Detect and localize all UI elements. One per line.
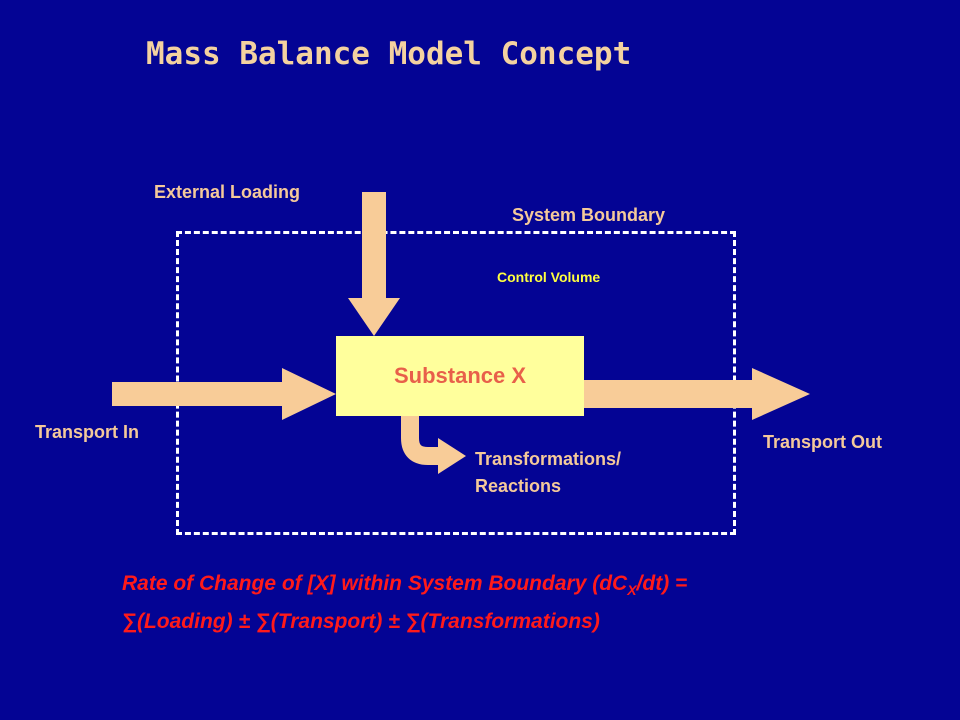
transformations-arrow (401, 416, 440, 465)
mass-balance-equation: Rate of Change of [X] within System Boun… (122, 568, 687, 638)
transport-in-label: Transport In (35, 422, 140, 442)
transformations-label-line2: Reactions (475, 476, 562, 496)
page-title: Mass Balance Model Concept (146, 36, 632, 72)
transport-out-arrow (584, 368, 810, 420)
transport-in-arrow (112, 368, 336, 420)
equation-line2: ∑(Loading) ± ∑(Transport) ± ∑(Transforma… (122, 610, 600, 633)
equation-line1-prefix: Rate of Change of [X] within System Boun… (122, 572, 628, 595)
transformations-label-line1: Transformations/ (475, 449, 622, 469)
substance-box: Substance X (336, 336, 584, 416)
substance-label: Substance X (393, 363, 527, 388)
external-loading-label: External Loading (154, 182, 301, 202)
system-boundary-label: System Boundary (512, 205, 666, 225)
equation-line1-suffix: /dt) = (636, 572, 688, 595)
transformations-label: Transformations/ Reactions (475, 446, 621, 500)
transport-out-label: Transport Out (763, 432, 883, 452)
external-loading-arrow (348, 192, 400, 336)
control-volume-label: Control Volume (497, 269, 601, 285)
equation-line1: Rate of Change of [X] within System Boun… (122, 568, 687, 606)
equation-subscript: X (627, 582, 637, 598)
